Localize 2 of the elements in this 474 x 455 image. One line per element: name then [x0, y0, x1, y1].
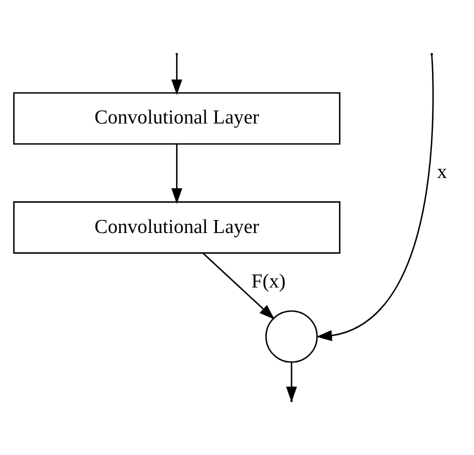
edge-label: F(x)	[251, 270, 286, 292]
edge-label: x	[437, 161, 447, 184]
